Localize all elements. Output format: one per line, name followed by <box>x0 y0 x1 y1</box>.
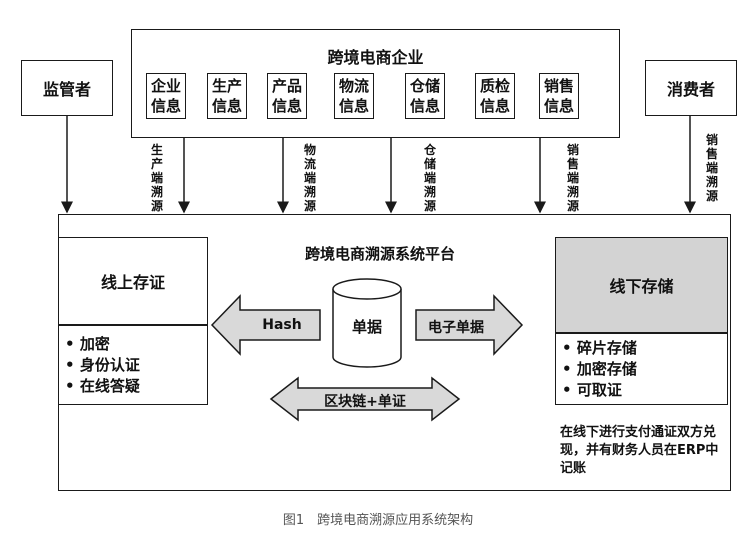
info-box-product: 产品 信息 <box>267 73 307 119</box>
platform-title: 跨境电商溯源系统平台 <box>304 245 455 263</box>
online-feature-identity: 身份认证 <box>65 355 140 376</box>
info-box-production: 生产 信息 <box>207 73 247 119</box>
online-storage-box: 线上存证 <box>58 237 208 325</box>
online-feature-encrypt: 加密 <box>65 334 140 355</box>
hash-label: Hash <box>262 317 302 333</box>
regulator-box: 监管者 <box>21 60 113 116</box>
offline-storage-box: 线下存储 <box>555 237 728 333</box>
info-box-logistics: 物流 信息 <box>334 73 374 119</box>
edoc-arrow <box>415 294 524 356</box>
offline-note: 在线下进行支付通证双方兑现，并有财务人员在ERP中记账 <box>560 425 719 476</box>
online-feature-qa: 在线答疑 <box>65 376 140 397</box>
logistics-source-label: 物流端溯源 <box>303 143 316 213</box>
hash-arrow <box>210 294 321 356</box>
offline-features-list: 碎片存储 加密存储 可取证 <box>562 338 637 401</box>
online-features-box: 加密 身份认证 在线答疑 <box>58 325 208 405</box>
offline-features-box: 碎片存储 加密存储 可取证 <box>555 333 728 405</box>
enterprise-title: 跨境电商企业 <box>327 48 424 67</box>
warehouse-source-label: 仓储端溯源 <box>423 143 436 213</box>
chain-label: 区块链+单证 <box>324 394 406 410</box>
offline-feature-fragment: 碎片存储 <box>562 338 637 359</box>
consumer-box: 消费者 <box>645 60 737 116</box>
figure-caption: 图1 跨境电商溯源应用系统架构 <box>282 513 474 528</box>
production-source-label: 生产端溯源 <box>150 143 163 213</box>
document-label: 单据 <box>351 318 382 336</box>
info-box-sales: 销售 信息 <box>539 73 579 119</box>
info-box-enterprise: 企业 信息 <box>146 73 186 119</box>
info-box-warehouse: 仓储 信息 <box>405 73 445 119</box>
info-box-quality: 质检 信息 <box>475 73 515 119</box>
chain-arrow <box>269 376 461 422</box>
online-features-list: 加密 身份认证 在线答疑 <box>65 334 140 397</box>
edoc-label: 电子单据 <box>428 320 484 336</box>
document-cylinder <box>332 278 402 368</box>
offline-feature-evidence: 可取证 <box>562 380 637 401</box>
sales-source-label: 销售端溯源 <box>566 143 579 213</box>
consumer-source-label: 销售端溯源 <box>705 133 718 203</box>
offline-feature-encrypted: 加密存储 <box>562 359 637 380</box>
